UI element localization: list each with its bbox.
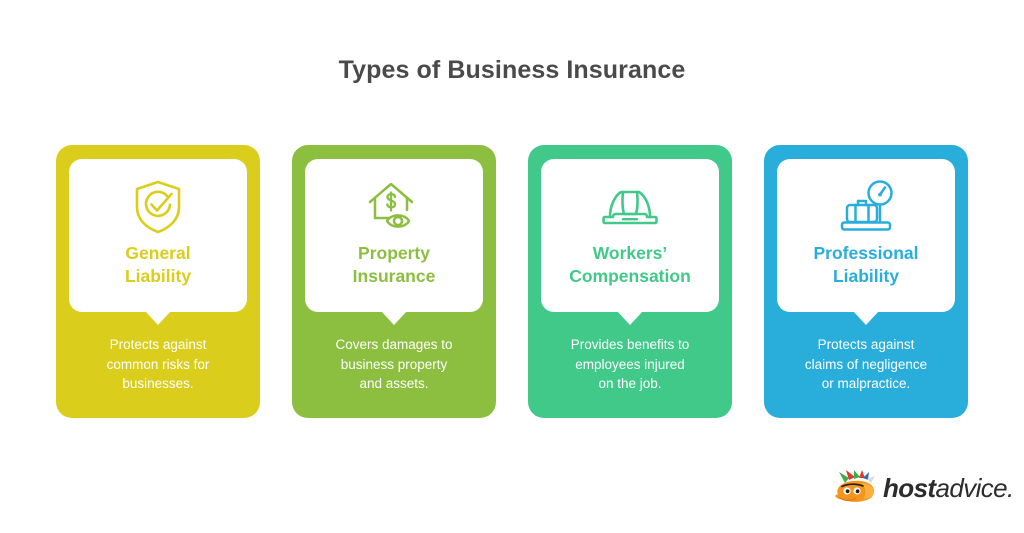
card-desc-line-3: or malpractice. xyxy=(821,376,911,392)
card-title-line-2: Liability xyxy=(832,265,900,286)
bubble-tail xyxy=(145,311,171,325)
card-desc-line-1: Provides benefits to xyxy=(570,337,690,352)
card-title-line-1: Property xyxy=(358,243,430,263)
card-desc-line-3: and assets. xyxy=(359,376,429,392)
card-title: Workers’ Compensation xyxy=(550,242,710,287)
card-property-insurance[interactable]: Property Insurance Covers damages to bus… xyxy=(292,145,496,418)
card-title: Property Insurance xyxy=(314,242,474,287)
card-description: Provides benefits to employees injured o… xyxy=(538,335,722,394)
card-workers-compensation[interactable]: Workers’ Compensation Provides benefits … xyxy=(528,145,732,418)
shield-check-icon xyxy=(132,178,184,236)
card-title-line-1: Professional xyxy=(813,243,919,263)
card-desc-line-2: common risks for xyxy=(106,356,210,372)
bubble-tail xyxy=(617,311,643,325)
card-description: Covers damages to business property and … xyxy=(302,335,486,394)
card-general-liability[interactable]: General Liability Protects against commo… xyxy=(56,145,260,418)
card-desc-line-2: employees injured xyxy=(575,356,685,372)
card-title-line-2: Compensation xyxy=(569,265,691,286)
card-desc-line-2: business property xyxy=(340,356,448,372)
insurance-cards-row: General Liability Protects against commo… xyxy=(56,145,968,418)
card-title: General Liability xyxy=(78,242,238,287)
hard-hat-icon xyxy=(601,178,659,236)
logo-wordmark-bold: host xyxy=(883,472,936,503)
page-title: Types of Business Insurance xyxy=(338,56,686,84)
briefcase-scale-icon xyxy=(836,178,896,236)
card-desc-line-1: Protects against xyxy=(109,337,207,352)
card-bubble: Property Insurance xyxy=(305,159,483,312)
card-bubble: General Liability xyxy=(69,159,247,312)
card-title-line-2: Liability xyxy=(124,265,192,286)
card-title-line-1: General xyxy=(125,243,191,263)
card-bubble: Professional Liability xyxy=(777,159,955,312)
card-bubble: Workers’ Compensation xyxy=(541,159,719,312)
card-description: Protects against common risks for busine… xyxy=(66,335,250,394)
bubble-tail xyxy=(853,311,879,325)
card-professional-liability[interactable]: Professional Liability Protects against … xyxy=(764,145,968,418)
card-title-line-2: Insurance xyxy=(352,265,436,286)
card-desc-line-3: businesses. xyxy=(122,376,194,392)
logo-wordmark: hostadvice. xyxy=(883,473,1014,504)
card-desc-line-1: Protects against xyxy=(817,337,915,352)
logo-wordmark-light: advice. xyxy=(935,472,1014,503)
card-desc-line-2: claims of negligence xyxy=(804,356,928,372)
card-title: Professional Liability xyxy=(786,242,946,287)
card-desc-line-1: Covers damages to xyxy=(335,337,453,352)
card-description: Protects against claims of negligence or… xyxy=(774,335,958,394)
hostadvice-fox-mascot-icon xyxy=(835,470,875,502)
card-desc-line-3: on the job. xyxy=(598,376,662,392)
hostadvice-logo[interactable]: hostadvice. xyxy=(833,467,1014,509)
card-title-line-1: Workers’ xyxy=(592,243,668,263)
house-dollar-eye-icon xyxy=(366,178,422,236)
bubble-tail xyxy=(381,311,407,325)
